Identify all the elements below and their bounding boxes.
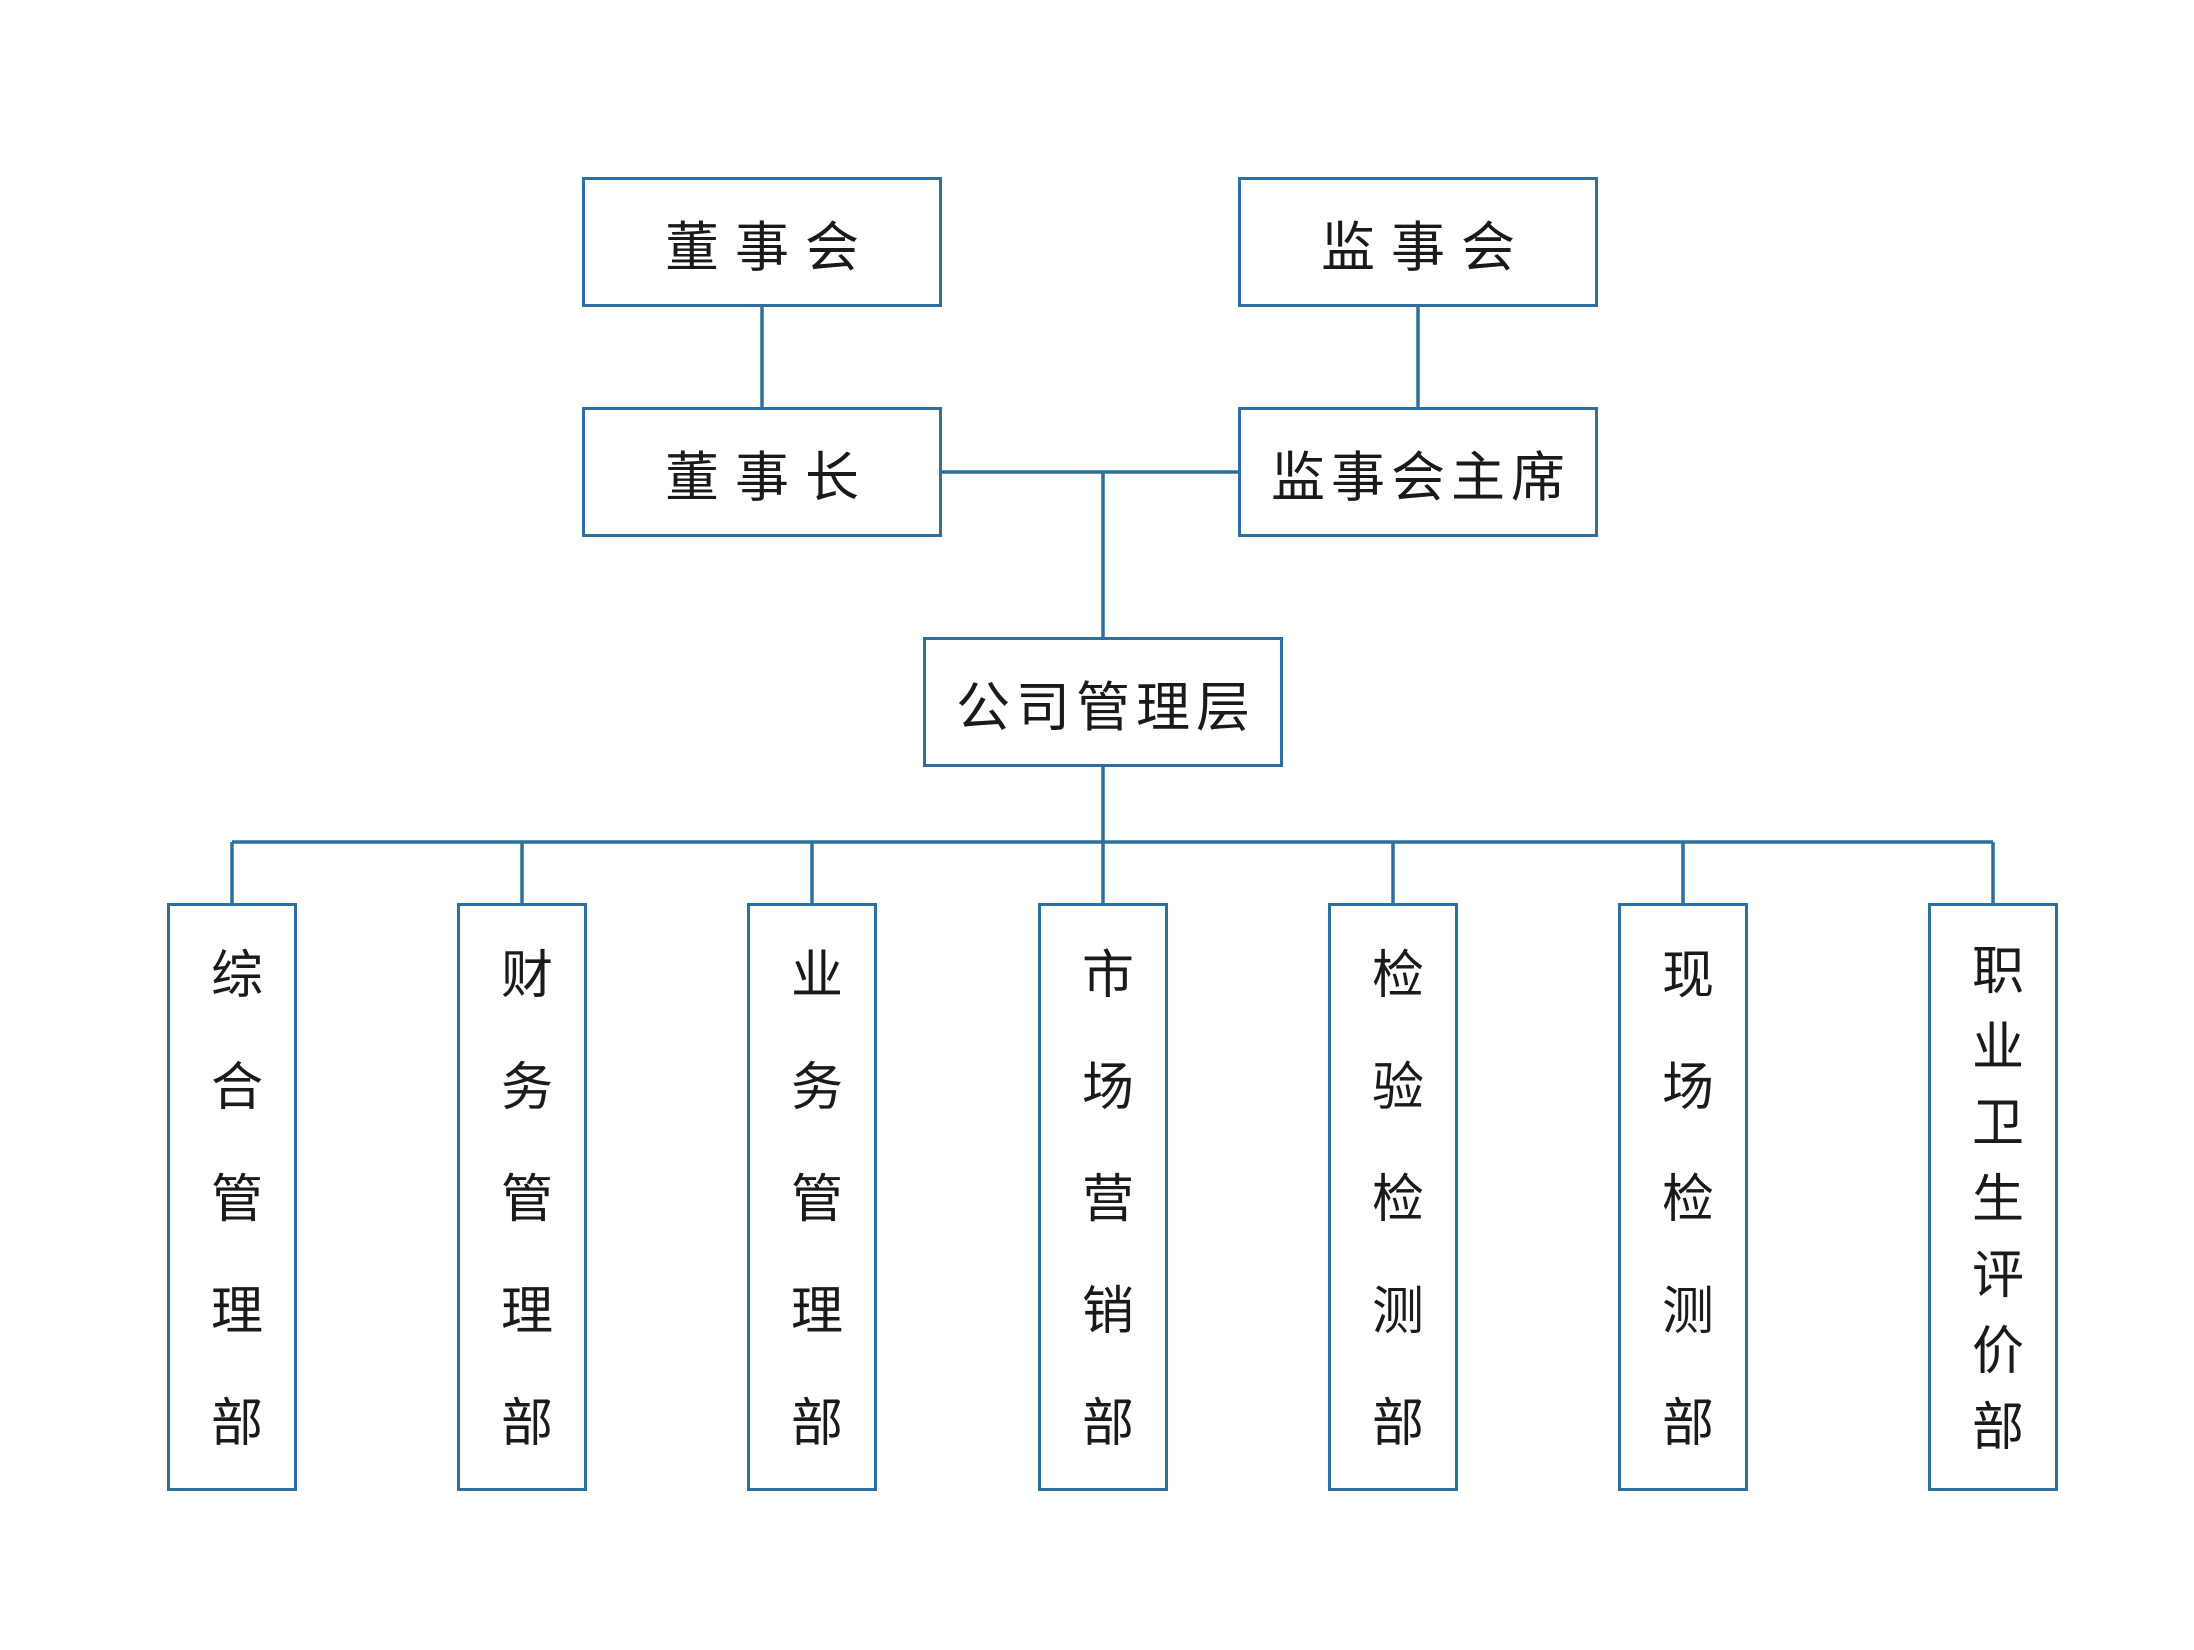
supervisory-board-label: 监事会 <box>1321 215 1531 279</box>
department-label: 检验检测部 <box>1362 947 1423 1507</box>
department-label: 现场检测部 <box>1652 947 1713 1507</box>
department-box: 财务管理部 <box>457 903 587 1507</box>
department-label: 业务管理部 <box>781 947 842 1507</box>
supervisory-board-box: 监事会 <box>1238 177 1598 307</box>
supervisory-chair-label: 监事会主席 <box>1271 445 1571 509</box>
department-label: 职业卫生评价部 <box>1962 943 2023 1475</box>
chairman-box: 董事长 <box>582 407 942 537</box>
supervisory-chair-box: 监事会主席 <box>1238 407 1598 537</box>
department-label: 财务管理部 <box>491 947 552 1507</box>
chairman-label: 董事长 <box>665 445 875 509</box>
management-label: 公司管理层 <box>956 675 1256 739</box>
management-box: 公司管理层 <box>923 637 1283 767</box>
department-label: 综合管理部 <box>201 947 262 1507</box>
department-box: 检验检测部 <box>1328 903 1458 1507</box>
board-box: 董事会 <box>582 177 942 307</box>
department-box: 市场营销部 <box>1038 903 1168 1507</box>
department-box: 综合管理部 <box>167 903 297 1507</box>
board-label: 董事会 <box>665 215 875 279</box>
department-box: 现场检测部 <box>1618 903 1748 1507</box>
department-box: 业务管理部 <box>747 903 877 1507</box>
department-label: 市场营销部 <box>1072 947 1133 1507</box>
department-box: 职业卫生评价部 <box>1928 903 2058 1491</box>
